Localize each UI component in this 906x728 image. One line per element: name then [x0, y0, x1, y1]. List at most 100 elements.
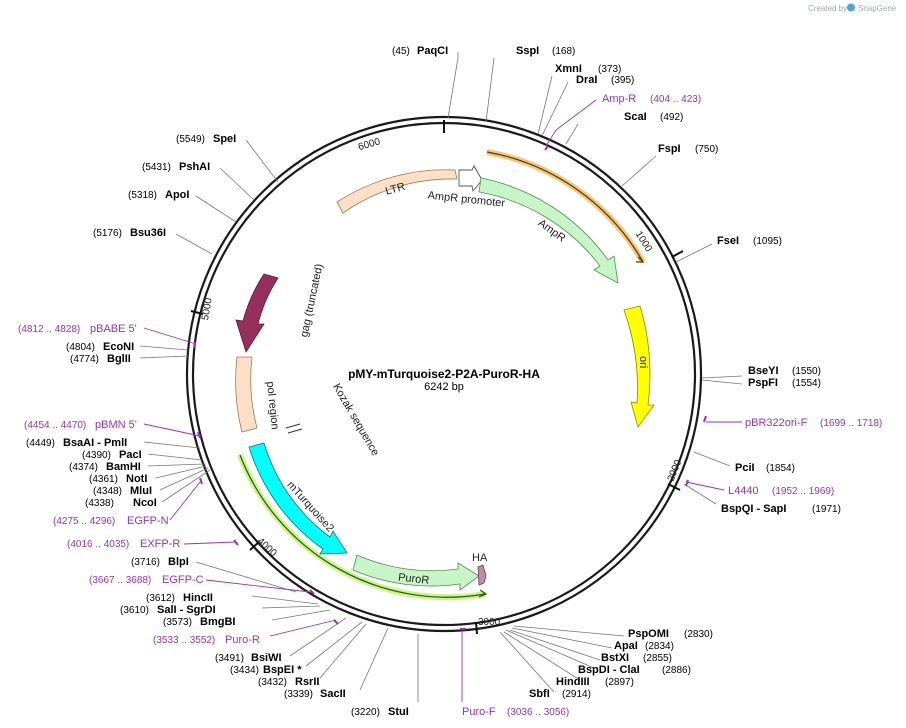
mturq-feature[interactable]: [248, 442, 348, 555]
leader-paci: [147, 453, 203, 461]
leader-spei: [245, 139, 279, 183]
site-name-pspfi[interactable]: PspFI: [748, 377, 778, 389]
leader-sspi: [485, 57, 495, 123]
site-name-bglii[interactable]: BglII: [107, 353, 131, 365]
site-name-fspi[interactable]: FspI: [658, 143, 681, 155]
leader-bamhi: [147, 463, 205, 467]
site-name-sacii[interactable]: SacII: [320, 688, 346, 700]
site-name-bstxi[interactable]: BstXI: [601, 652, 629, 664]
leader-pshai: [219, 167, 255, 201]
ha-feature[interactable]: [477, 564, 487, 586]
site-name-hincii[interactable]: HincII: [183, 592, 213, 604]
site-name-fsei[interactable]: FseI: [717, 235, 739, 247]
site-name-econi[interactable]: EcoNI: [103, 341, 134, 353]
leader-paqci: [447, 52, 459, 119]
site-name-bspei[interactable]: BspEI *: [263, 664, 302, 676]
leader-l4440: [685, 481, 725, 491]
site-name-stui[interactable]: StuI: [388, 706, 409, 718]
tick-label-3000: 3000: [478, 617, 501, 628]
site-name-bspdi-clai[interactable]: BspDI - ClaI: [578, 664, 640, 676]
site-name-paqci[interactable]: PaqCI: [417, 45, 448, 57]
snapgene-logo-icon: [847, 3, 855, 12]
primer-name-egfp-n[interactable]: EGFP-N: [127, 515, 169, 527]
site-pos-pspomi: (2830): [684, 629, 713, 640]
leader-pbmn5: [143, 423, 201, 437]
primer-name-pbmn5[interactable]: pBMN 5': [95, 419, 137, 431]
site-name-mlui[interactable]: MluI: [130, 485, 152, 497]
ltr-feature[interactable]: [336, 169, 458, 214]
leader-egfp-c: [205, 579, 311, 593]
primer-name-puro-f[interactable]: Puro-F: [462, 706, 496, 718]
ampr-highlight-line: [486, 151, 644, 263]
primer-name-amp-r[interactable]: Amp-R: [602, 93, 636, 105]
site-name-bamhi[interactable]: BamHI: [106, 461, 141, 473]
site-name-xmni[interactable]: XmnI: [555, 63, 582, 75]
site-pos-blpi: (3716): [131, 557, 160, 568]
site-name-apoi[interactable]: ApoI: [165, 189, 189, 201]
primer-pos-pbmn5: (4454 .. 4470): [24, 420, 86, 431]
plasmid-size: 6242 bp: [424, 381, 464, 393]
site-pos-sbfi: (2914): [562, 689, 591, 700]
site-pos-fspi: (750): [695, 144, 718, 155]
site-name-blpi[interactable]: BlpI: [168, 556, 189, 568]
gag-label: gag (truncated): [298, 263, 325, 338]
site-name-drai[interactable]: DraI: [576, 74, 597, 86]
site-name-bseyi[interactable]: BseYI: [748, 365, 779, 377]
ori-feature[interactable]: [623, 305, 655, 428]
site-leader-lines: [139, 52, 743, 702]
site-name-sspi[interactable]: SspI: [516, 45, 539, 57]
site-pos-sacii: (3339): [284, 689, 313, 700]
site-name-bmgbi[interactable]: BmgBI: [200, 616, 235, 628]
site-name-spei[interactable]: SpeI: [213, 133, 236, 145]
site-name-pshai[interactable]: PshAI: [179, 161, 210, 173]
leader-bseyi: [701, 375, 743, 379]
site-name-bsiwi[interactable]: BsiWI: [251, 652, 282, 664]
leader-pcii: [693, 451, 731, 467]
ampr-feature[interactable]: [478, 177, 619, 284]
puror-feature[interactable]: [352, 554, 480, 591]
site-name-apai[interactable]: ApaI: [614, 640, 638, 652]
primer-name-pbabe5[interactable]: pBABE 5': [90, 323, 137, 335]
primer-mark-amp-r: [544, 145, 549, 151]
primer-mark-puro-r: [333, 619, 339, 625]
site-name-rsrii[interactable]: RsrII: [295, 676, 319, 688]
primer-marks: [193, 145, 707, 630]
plasmid-name: pMY-mTurquoise2-P2A-PuroR-HA: [348, 367, 540, 381]
primer-name-l4440[interactable]: L4440: [728, 485, 759, 497]
primer-name-exfp-r[interactable]: EXFP-R: [140, 538, 180, 550]
snapgene-brand-text: SnapGene: [858, 4, 897, 13]
site-pos-bsu36i: (5176): [93, 228, 122, 239]
site-pos-stui: (3220): [351, 707, 380, 718]
site-pos-bmgbi: (3573): [163, 617, 192, 628]
site-name-bsu36i[interactable]: Bsu36I: [130, 227, 166, 239]
created-by-text: Created by: [808, 4, 847, 13]
site-name-noti[interactable]: NotI: [126, 473, 147, 485]
primer-name-pbr322ori-f[interactable]: pBR322ori-F: [745, 417, 808, 429]
site-name-hindiii[interactable]: HindIII: [556, 676, 590, 688]
site-name-ncoi[interactable]: NcoI: [133, 497, 157, 509]
site-name-pcii[interactable]: PciI: [735, 462, 755, 474]
site-name-bsaai-pmli[interactable]: BsaAI - PmlI: [63, 437, 127, 449]
site-pos-pspfi: (1554): [792, 378, 821, 389]
site-pos-scai: (492): [660, 112, 683, 123]
primer-name-egfp-c[interactable]: EGFP-C: [162, 574, 204, 586]
site-name-paci[interactable]: PacI: [119, 449, 142, 461]
leader-egfp-n: [169, 481, 201, 521]
gag-feature[interactable]: [235, 273, 279, 353]
ampr-highlight-arrowhead: [636, 256, 645, 263]
leader-scai: [565, 123, 579, 145]
pol-feature[interactable]: [235, 356, 258, 433]
primer-name-puro-r[interactable]: Puro-R: [225, 634, 260, 646]
ampr-promoter-feature[interactable]: [458, 165, 483, 193]
leader-bstxi: [509, 629, 601, 661]
site-name-pspomi[interactable]: PspOMI: [628, 628, 669, 640]
primer-mark-egfp-c: [309, 589, 315, 595]
site-name-bspqi-sapi[interactable]: BspQI - SapI: [721, 503, 786, 515]
site-name-sbfi[interactable]: SbfI: [529, 688, 550, 700]
site-name-scai[interactable]: ScaI: [624, 111, 647, 123]
site-name-sali-sgrdi[interactable]: SalI - SgrDI: [157, 604, 216, 616]
site-pos-bglii: (4774): [70, 354, 99, 365]
ori-label: ori: [637, 356, 649, 368]
